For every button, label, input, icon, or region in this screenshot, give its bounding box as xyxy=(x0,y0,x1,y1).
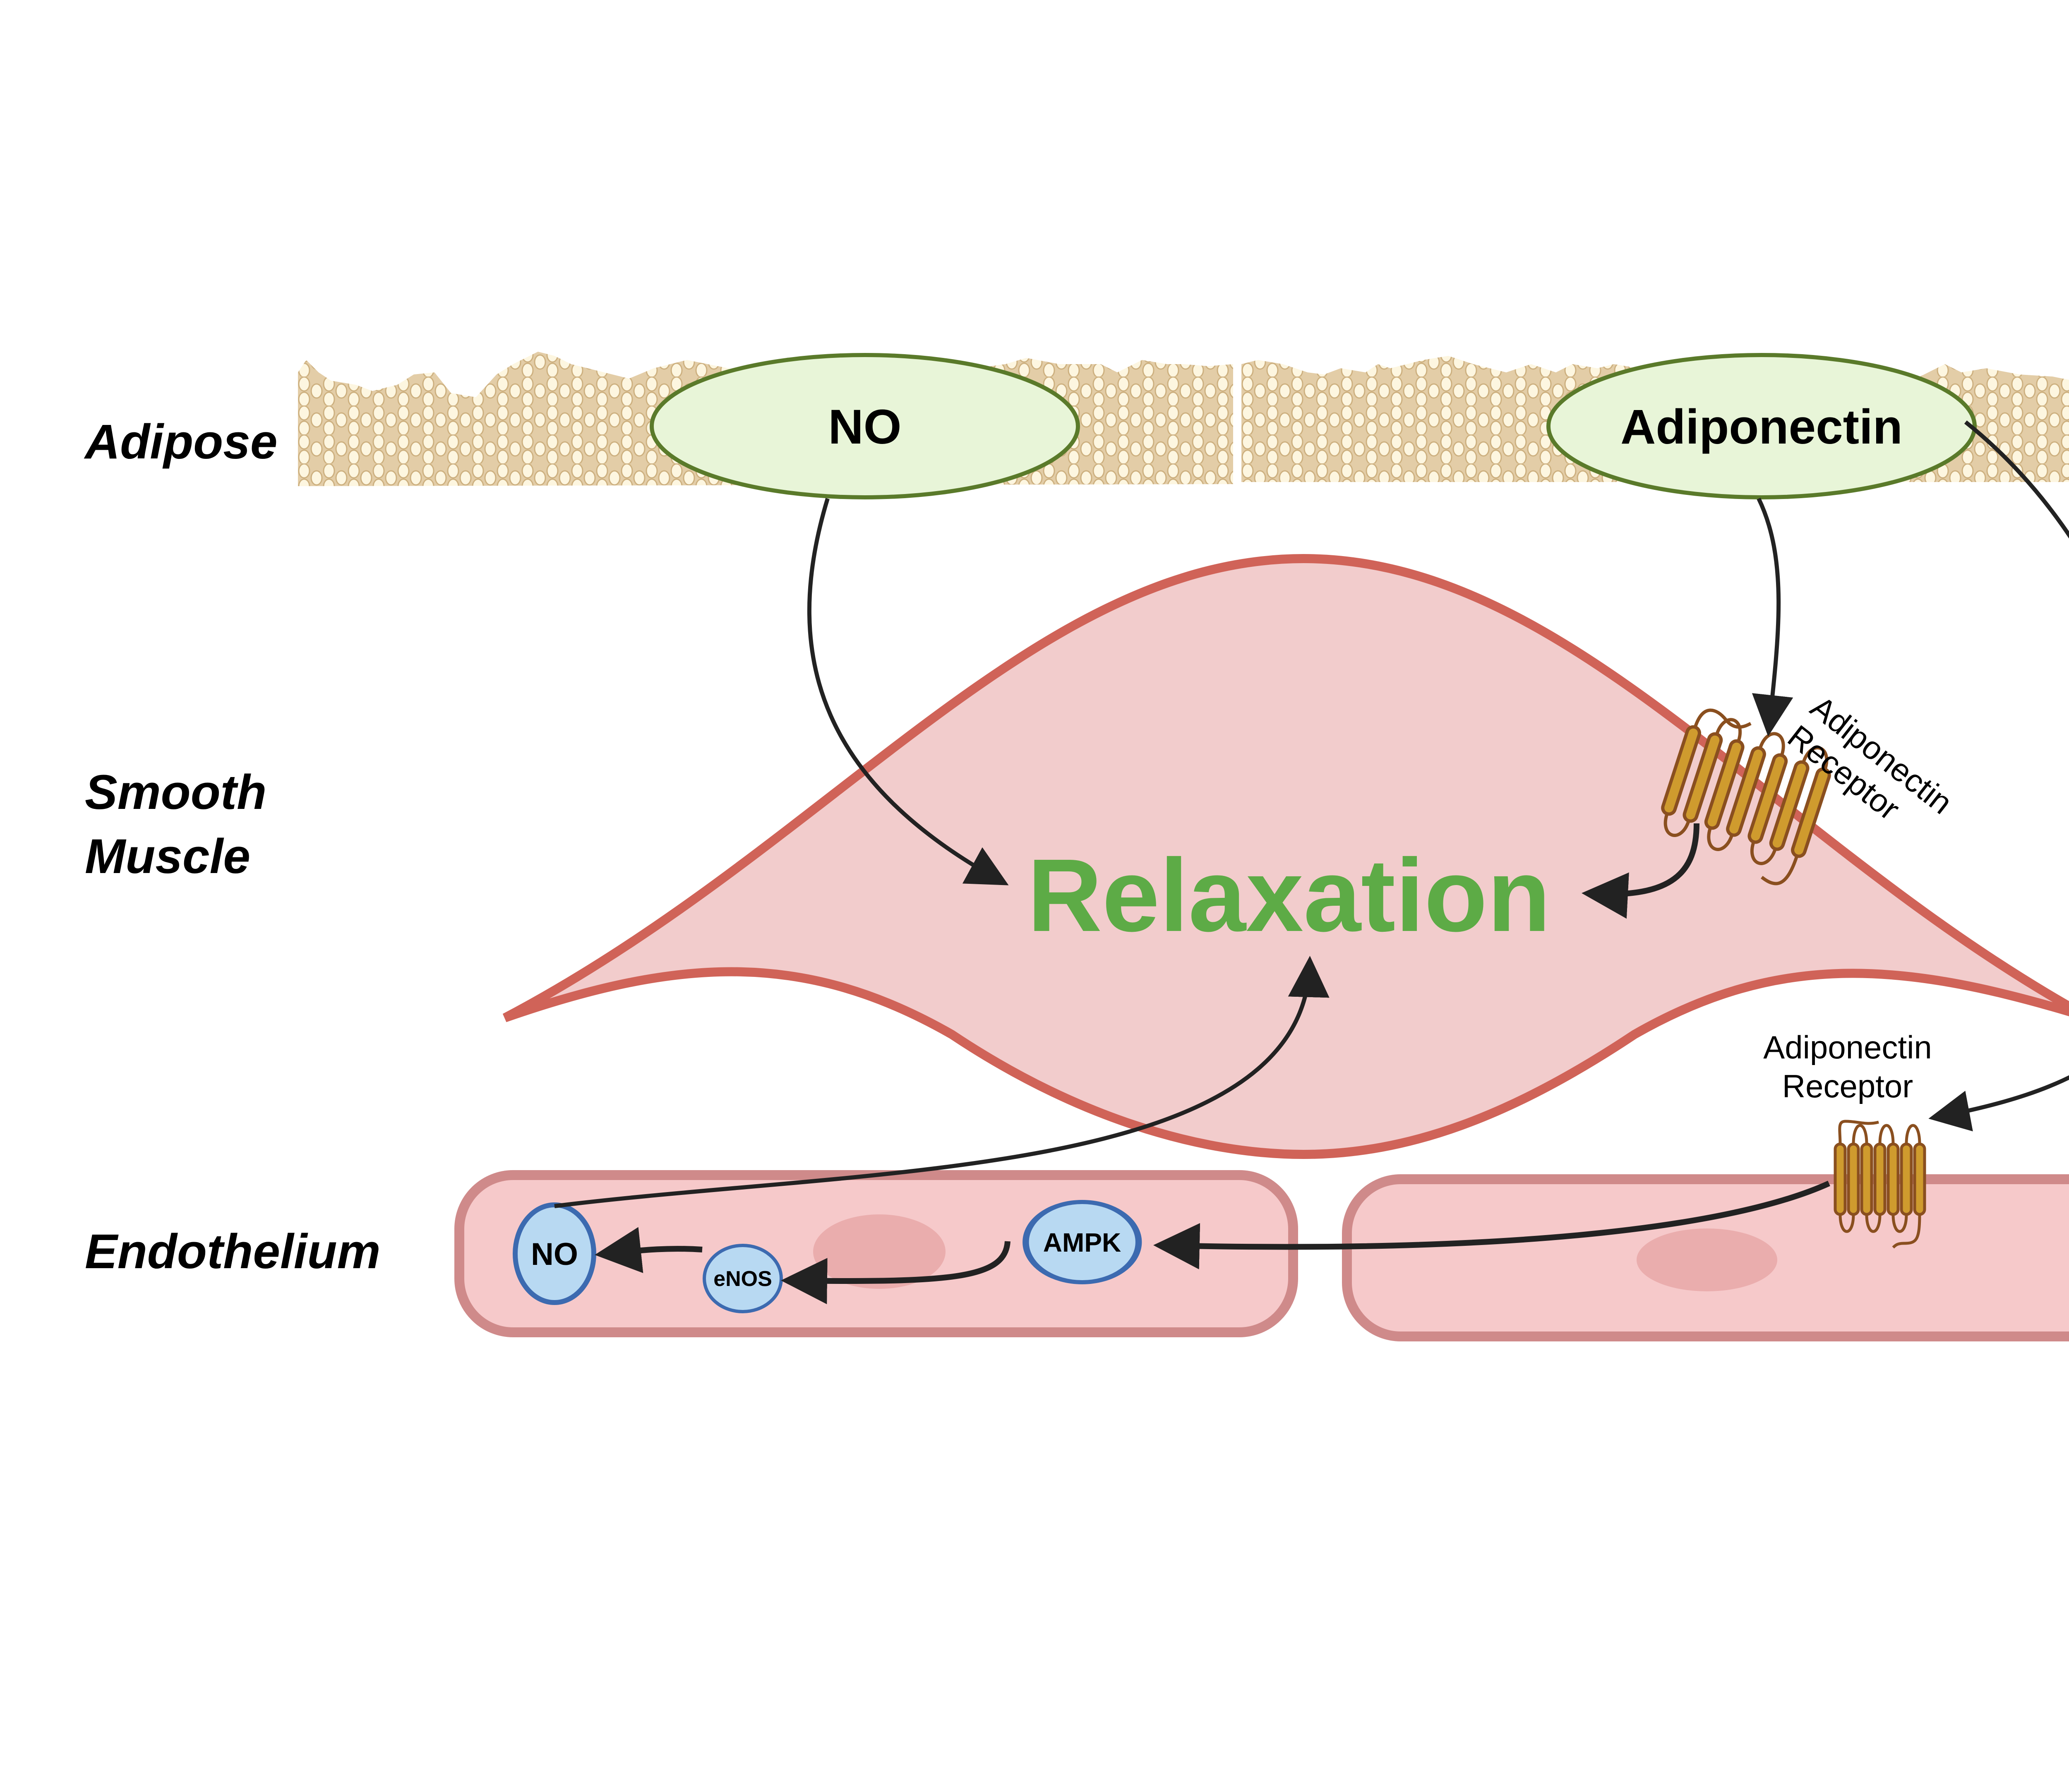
adiponectin-molecule: Adiponectin xyxy=(1546,353,1977,499)
adipose-no-molecule: NO xyxy=(650,353,1080,499)
endothelial-no-molecule: NO xyxy=(513,1202,596,1305)
arrow-enos-to-no xyxy=(595,1227,703,1273)
ampk-molecule: AMPK xyxy=(1022,1200,1142,1284)
smooth-muscle-layer-label: Smooth xyxy=(85,765,266,820)
svg-text:Receptor: Receptor xyxy=(1782,1068,1913,1104)
adipose-layer-label: Adipose xyxy=(84,415,278,469)
arrow-ampk-to-enos xyxy=(781,1241,1010,1305)
arrow-no-to-relaxation-from-endothelium xyxy=(554,956,1330,1208)
endothelium-layer-label: Endothelium xyxy=(85,1224,381,1279)
smooth-muscle-adiponectin-receptor-icon xyxy=(1661,708,1831,885)
endothelial-no-label: NO xyxy=(531,1237,578,1272)
endothelial-nucleus-left xyxy=(813,1214,946,1289)
endothelial-cell-right xyxy=(1342,1174,2069,1341)
arrow-adiponectin-to-sm-receptor xyxy=(1752,497,1793,736)
adipose-no-label: NO xyxy=(828,400,902,454)
endothelial-adiponectin-receptor-icon xyxy=(1834,1120,1926,1249)
smooth-muscle-layer-label-2: Muscle xyxy=(85,829,250,884)
arrow-no-to-relaxation xyxy=(807,498,1009,885)
arrow-adiponectin-to-endothelial-receptor xyxy=(1928,420,2069,1132)
enos-molecule: eNOS xyxy=(703,1244,783,1313)
arrow-endo-receptor-to-ampk xyxy=(1153,1180,1830,1269)
adiponectin-label: Adiponectin xyxy=(1620,400,1903,454)
enos-label: eNOS xyxy=(713,1267,772,1291)
endothelial-nucleus-right xyxy=(1637,1228,1777,1291)
arrow-sm-receptor-to-relaxation xyxy=(1582,823,1699,919)
relaxation-label: Relaxation xyxy=(1027,837,1551,953)
ampk-label: AMPK xyxy=(1043,1228,1121,1257)
svg-text:Adiponectin: Adiponectin xyxy=(1763,1029,1932,1065)
smooth-muscle-cell xyxy=(502,554,2069,1159)
endothelial-receptor-label: Adiponectin Receptor xyxy=(1763,1029,1932,1104)
